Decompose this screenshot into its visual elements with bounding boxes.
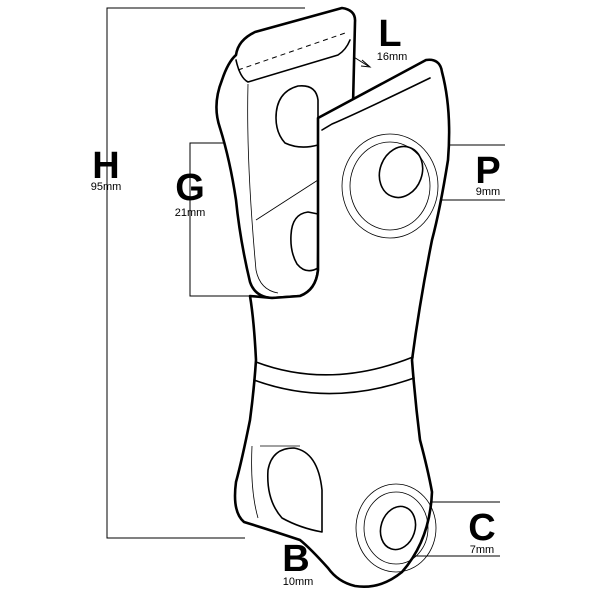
p-value: 9mm [476,186,500,198]
h-value: 95mm [91,181,122,193]
l-letter: L [378,13,401,55]
labels: H 95mm L 16mm G 21mm P 9mm B 10mm C 7mm [91,13,501,588]
lower-boss-outer [355,483,437,573]
front-plate-bevel [321,77,431,131]
swivel-drawing [215,6,451,588]
b-value: 10mm [283,576,314,588]
p-letter: P [475,150,500,192]
c-letter: C [468,507,495,549]
lower-boss-ring [363,491,429,565]
pin-hole-p [378,145,424,199]
neck-band-bottom [253,377,415,395]
b-letter: B [282,538,309,580]
pin-boss-ring [349,141,431,231]
l-arrow-head [360,59,372,68]
pin-hole-c [379,505,417,551]
back-plate-diagonal [255,179,319,221]
main-body [233,58,451,588]
hidden-edge-1 [237,31,349,71]
lower-eye-slot [266,447,323,533]
l-value: 16mm [377,51,408,63]
lower-eye-outer [251,445,259,519]
h-letter: H [92,145,119,187]
neck-band-top [255,356,414,376]
g-value: 21mm [175,207,206,219]
g-letter: G [175,167,205,209]
h-dimension-line [106,7,305,539]
c-value: 7mm [470,544,494,556]
pin-boss-outer [341,133,439,239]
back-plate-hole-lower [290,211,319,272]
upper-back-inner-edge [247,83,279,294]
